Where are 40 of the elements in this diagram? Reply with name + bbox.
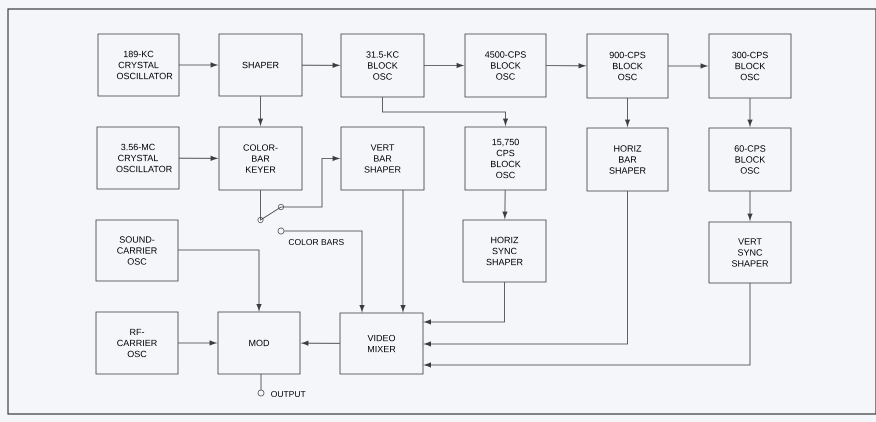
arrow [625,98,630,126]
arrow [424,282,505,324]
arrow [502,190,508,218]
block-box: VIDEO MIXER [340,312,424,374]
block-box: 31.5-KC BLOCK OSC [340,34,424,98]
block-box: 60-CPS BLOCK OSC [708,128,792,192]
arrow [179,156,218,161]
arrow [748,98,752,126]
arrow [302,62,340,68]
arrow [260,156,340,221]
block-box: HORIZ SYNC SHAPER [462,220,546,282]
terminal-label: OUTPUT [271,391,306,397]
block-box: 3.56-MC CRYSTAL OSCILLATOR [96,126,180,190]
block-box: COLOR-BAR KEYER [218,126,302,190]
arrow [668,64,708,68]
arrow [400,190,406,312]
block-box: RF-CARRIER OSC [96,312,178,374]
arrow [424,191,628,346]
arrow [424,63,464,68]
block-box: 4500-CPS BLOCK OSC [464,34,546,98]
block-box: 300-CPS BLOCK OSC [708,34,792,98]
block-box: SOUND-CARRIER OSC [96,220,178,282]
block-box: MOD [218,312,300,374]
block-box: 189-KC CRYSTAL OSCILLATOR [98,34,180,96]
arrow [546,63,586,68]
arrow [382,97,508,126]
arrow [179,62,218,68]
block-box: HORIZ BAR SHAPER [586,128,668,192]
arrow [178,340,216,346]
arrow [424,283,750,368]
block-box: 15,750 CPS BLOCK OSC [464,126,546,190]
arrow [258,96,263,126]
block-box: 900-CPS BLOCK OSC [586,34,668,98]
block-box: VERT SYNC SHAPER [708,222,792,284]
arrow [748,191,752,220]
block-box: VERT BAR SHAPER [340,126,424,190]
block-box: SHAPER [218,34,302,96]
arrow [302,340,340,346]
arrow [284,230,364,312]
arrow [178,250,262,311]
